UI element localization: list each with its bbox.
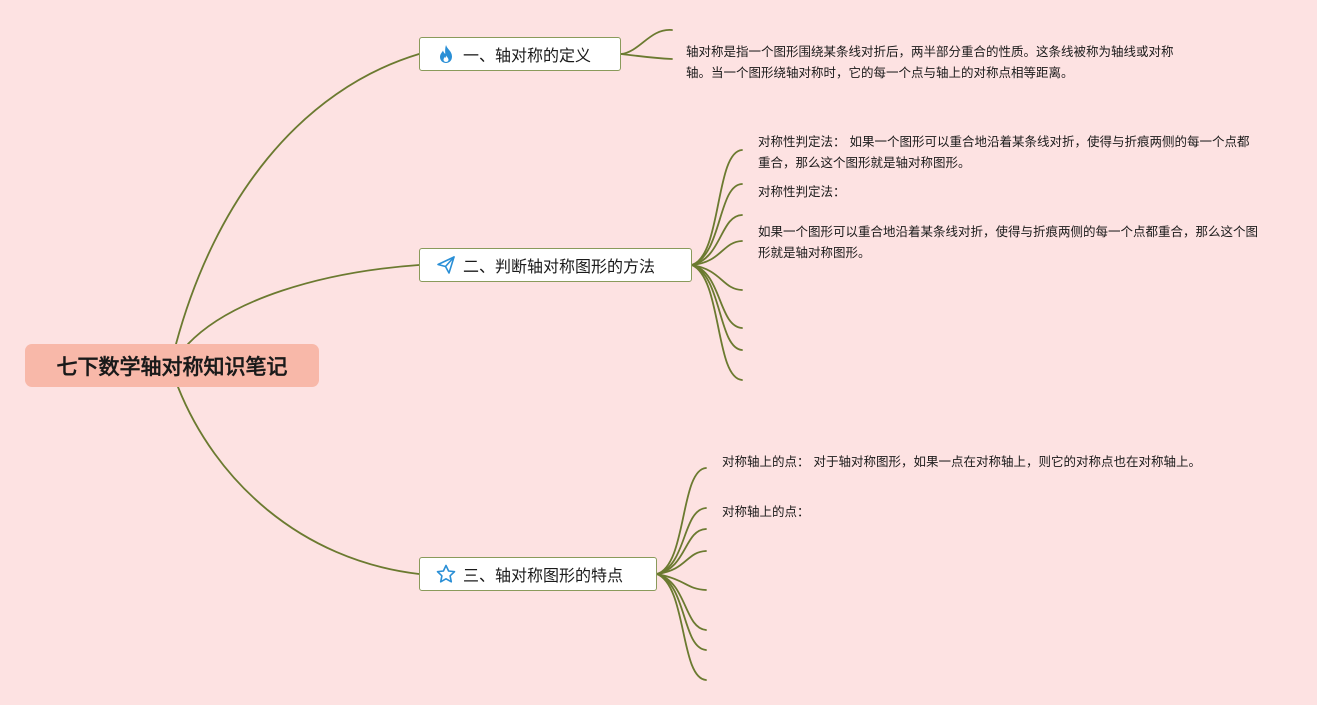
topic-judgement-methods[interactable]: 二、判断轴对称图形的方法 [419,248,692,282]
sub-line-1-2 [620,53,673,60]
sub-line-2-2 [691,183,743,266]
root-topic[interactable]: 七下数学轴对称知识笔记 [25,344,319,387]
topic-label: 一、轴对称的定义 [463,46,592,65]
topic-label: 二、判断轴对称图形的方法 [463,257,656,276]
sub-line-2-7 [691,264,743,351]
sub-line-2-4 [691,240,743,266]
topic-definition[interactable]: 一、轴对称的定义 [419,37,621,71]
sub-line-2-3 [691,214,743,266]
star-icon [436,564,456,584]
definition-note[interactable]: 轴对称是指一个图形围绕某条线对折后，两半部分重合的性质。这条线被称为轴线或对称轴… [686,44,1174,80]
sub-line-1-1 [620,29,673,55]
judgement-note[interactable]: 如果一个图形可以重合地沿着某条线对折，使得与折痕两侧的每一个点都重合，那么这个图… [758,224,1259,260]
sub-line-2-8 [691,264,743,381]
sub-line-2-6 [691,264,743,329]
topic-label: 三、轴对称图形的特点 [463,566,624,585]
sub-line-3-2 [656,507,707,575]
sub-line-3-7 [656,573,707,651]
sub-line-2-1 [691,149,743,266]
fire-icon [436,44,456,64]
paper-plane-icon [436,255,456,275]
sub-line-3-4 [656,550,707,575]
root-title: 七下数学轴对称知识笔记 [56,354,288,379]
branch-line-3 [177,386,420,575]
branch-line-2 [187,264,420,345]
judgement-note[interactable]: 对称性判定法： [758,184,846,199]
sub-line-3-1 [656,467,707,575]
sub-line-3-3 [656,528,707,575]
characteristic-note[interactable]: 对称轴上的点： 对于轴对称图形，如果一点在对称轴上，则它的对称点也在对称轴上。 [722,454,1201,469]
judgement-note[interactable]: 对称性判定法： 如果一个图形可以重合地沿着某条线对折，使得与折痕两侧的每一个点都… [758,134,1250,170]
branch-line-1 [175,53,420,345]
topic-characteristics[interactable]: 三、轴对称图形的特点 [419,557,657,591]
sub-line-3-5 [656,573,707,591]
characteristic-note[interactable]: 对称轴上的点： [722,504,810,519]
sub-line-2-5 [691,264,743,291]
sub-line-3-8 [656,573,707,681]
